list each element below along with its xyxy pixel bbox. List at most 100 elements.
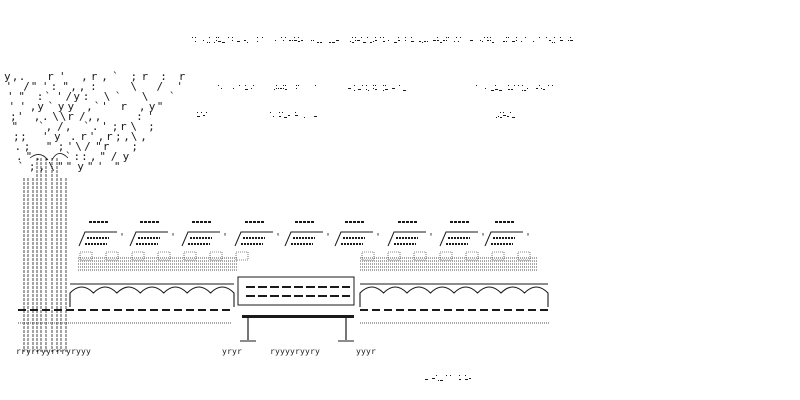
canopy-glyph: \ xyxy=(75,140,82,153)
canopy-glyph: , xyxy=(12,70,19,83)
svg-text:y: y xyxy=(26,347,31,356)
canopy-glyph: ` xyxy=(169,90,176,103)
top-text-line xyxy=(192,37,573,43)
svg-text:y: y xyxy=(280,347,285,356)
arcade-building: ''''''''' xyxy=(18,221,550,324)
tree-canopy: y,.r',r,`;r:r'/"':",,:\/''":`'/y:\`\`'',… xyxy=(4,70,186,173)
roof-block: ' xyxy=(334,221,381,247)
svg-text:y: y xyxy=(315,347,320,356)
canopy-glyph: ' xyxy=(59,70,66,83)
svg-text:y: y xyxy=(86,347,91,356)
svg-text:y: y xyxy=(285,347,290,356)
canopy-glyph: / xyxy=(57,120,64,133)
text-line-b1 xyxy=(197,112,207,117)
tree: y,.r',r,`;r:r'/"':",,:\/''":`'/y:\`\`'',… xyxy=(4,70,186,352)
canopy-glyph: . xyxy=(16,150,23,163)
roof-tick: ' xyxy=(275,232,281,243)
canopy-glyph: ' xyxy=(101,100,108,113)
roof-block: ' xyxy=(181,221,228,247)
roof-tick: ' xyxy=(375,232,381,243)
canopy-glyph: " xyxy=(87,160,94,173)
canopy-glyph: r xyxy=(91,70,98,83)
canopy-glyph: ' xyxy=(17,110,24,123)
canopy-glyph: ' xyxy=(89,130,96,143)
roof-block: ' xyxy=(439,221,486,247)
canopy-glyph: y xyxy=(73,90,80,103)
canopy-glyph: . xyxy=(42,110,49,123)
dotted-text-lines xyxy=(192,37,573,381)
window-band xyxy=(78,251,249,271)
bottom-text-line xyxy=(425,375,471,381)
svg-text:r: r xyxy=(310,347,315,356)
canopy-glyph: : xyxy=(74,150,81,163)
canopy-glyph: ` xyxy=(112,70,119,83)
svg-text:r: r xyxy=(227,347,232,356)
svg-text:y: y xyxy=(366,347,371,356)
canopy-glyph: ; xyxy=(10,110,17,123)
canopy-glyph: , xyxy=(123,130,130,143)
svg-text:r: r xyxy=(71,347,76,356)
canopy-glyph: ' xyxy=(147,110,154,123)
canopy-glyph: ` xyxy=(115,90,122,103)
canopy-glyph: . xyxy=(44,150,51,163)
canopy-glyph: r xyxy=(103,140,110,153)
canopy-glyph: : xyxy=(136,110,143,123)
canopy-glyph: r xyxy=(47,70,54,83)
tree-trunk xyxy=(23,153,69,352)
canopy-glyph: ' xyxy=(97,160,104,173)
canopy-glyph: \ xyxy=(52,110,59,123)
canopy-glyph: ' xyxy=(20,100,27,113)
bridge-deck xyxy=(242,315,354,318)
text-line-b2 xyxy=(270,112,317,118)
canopy-glyph: ; xyxy=(29,160,36,173)
canopy-glyph: \ xyxy=(142,90,149,103)
canopy-glyph: \ xyxy=(130,80,137,93)
canopy-glyph: ; xyxy=(131,70,138,83)
canopy-glyph: , xyxy=(70,80,77,93)
svg-text:r: r xyxy=(21,347,26,356)
canopy-glyph: , xyxy=(140,130,147,143)
roof-tick: ' xyxy=(222,232,228,243)
canopy-glyph: : xyxy=(90,80,97,93)
canopy-glyph: , xyxy=(86,100,93,113)
svg-text:y: y xyxy=(81,347,86,356)
canopy-glyph: r xyxy=(120,120,127,133)
svg-text:r: r xyxy=(36,347,41,356)
canopy-glyph: y xyxy=(54,130,61,143)
window-band xyxy=(360,251,537,271)
svg-text:r: r xyxy=(237,347,242,356)
canopy-glyph: ; xyxy=(24,140,31,153)
bridge xyxy=(237,276,355,342)
roof-block: ' xyxy=(234,221,281,247)
canopy-glyph: . xyxy=(19,70,26,83)
canopy-glyph: . xyxy=(35,150,42,163)
canopy-glyph: r xyxy=(120,100,127,113)
canopy-glyph: " xyxy=(12,120,19,133)
svg-text:r: r xyxy=(56,347,61,356)
canopy-glyph: y xyxy=(149,100,156,113)
building-arches xyxy=(69,283,549,307)
canopy-glyph: ' xyxy=(9,100,16,113)
canopy-glyph: / xyxy=(111,150,118,163)
canopy-glyph: , xyxy=(95,110,102,123)
svg-text:y: y xyxy=(305,347,310,356)
canopy-glyph: ; xyxy=(58,140,65,153)
canopy-glyph: " xyxy=(62,80,69,93)
canopy-glyph: r xyxy=(179,70,186,83)
canopy-glyph: ' xyxy=(176,80,183,93)
roof-tick: ' xyxy=(480,232,486,243)
canopy-glyph: y xyxy=(37,100,44,113)
canopy-glyph: " xyxy=(31,80,38,93)
canopy-glyph: ` xyxy=(18,160,25,173)
arch-row xyxy=(359,283,549,307)
text-line-a2 xyxy=(348,85,406,91)
roof-tick: ' xyxy=(119,232,125,243)
trunk-fork xyxy=(29,153,69,161)
canopy-glyph: . xyxy=(15,140,22,153)
svg-text:y: y xyxy=(76,347,81,356)
canopy-glyph: ' xyxy=(42,80,49,93)
canopy-glyph: , xyxy=(65,120,72,133)
